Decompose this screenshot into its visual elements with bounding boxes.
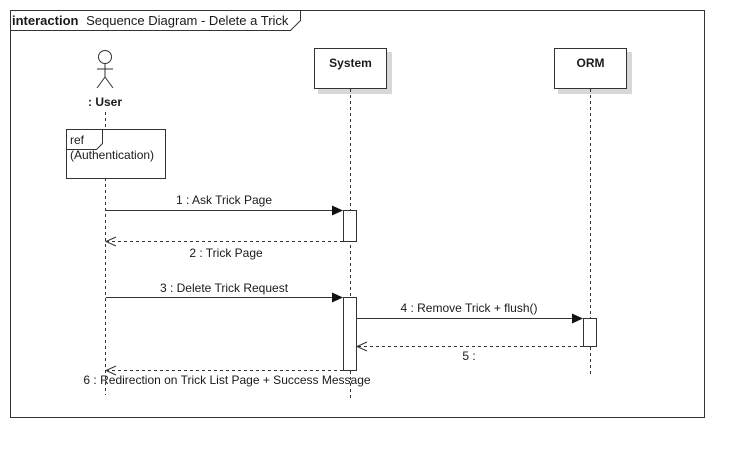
lifeline-system-label: System <box>329 56 372 70</box>
lifeline-orm-label: ORM <box>577 56 605 70</box>
activation-orm-1 <box>583 318 597 347</box>
frame-keyword: interaction <box>12 13 79 28</box>
message-2: 2 : Trick Page <box>104 236 343 260</box>
ref-fragment-content: (Authentication) <box>70 148 154 162</box>
ref-fragment-keyword: ref <box>70 133 85 147</box>
message-3-arrowhead <box>332 292 343 303</box>
activation-system-2 <box>343 297 357 371</box>
message-4-arrowhead <box>572 313 583 324</box>
actor-left-leg <box>96 76 106 89</box>
frame-title-text: interaction Sequence Diagram - Delete a … <box>12 13 289 28</box>
lifeline-user: : User <box>88 50 122 395</box>
message-5-arrowhead <box>355 341 368 352</box>
message-6-label: 6 : Redirection on Trick List Page + Suc… <box>83 373 370 387</box>
lifeline-orm: ORM <box>554 48 632 375</box>
message-2-label: 2 : Trick Page <box>189 246 263 260</box>
actor-head <box>98 50 112 64</box>
ref-fragment-tab <box>66 129 103 150</box>
message-4-label: 4 : Remove Trick + flush() <box>400 301 537 315</box>
message-2-arrowhead <box>104 236 117 247</box>
lifeline-system: System <box>314 48 392 400</box>
frame-title: Sequence Diagram - Delete a Trick <box>86 13 289 28</box>
message-5-label: 5 : <box>462 349 475 363</box>
message-3-label: 3 : Delete Trick Request <box>160 281 289 295</box>
message-6: 6 : Redirection on Trick List Page + Suc… <box>83 365 371 387</box>
ref-fragment-frame <box>66 129 166 179</box>
lifeline-user-label: : User <box>88 95 122 109</box>
message-1-label: 1 : Ask Trick Page <box>176 193 272 207</box>
actor-right-leg <box>104 76 114 89</box>
message-3: 3 : Delete Trick Request <box>106 281 343 303</box>
message-5: 5 : <box>355 341 583 363</box>
message-4: 4 : Remove Trick + flush() <box>357 301 583 324</box>
lifeline-orm-head <box>554 48 627 89</box>
message-1: 1 : Ask Trick Page <box>106 193 343 216</box>
lifeline-system-head <box>314 48 387 89</box>
frame-title-tab <box>10 10 301 31</box>
message-6-arrowhead <box>104 365 117 376</box>
activation-system-1 <box>343 210 357 242</box>
ref-fragment: ref (Authentication) <box>66 129 166 179</box>
message-1-arrowhead <box>332 205 343 216</box>
